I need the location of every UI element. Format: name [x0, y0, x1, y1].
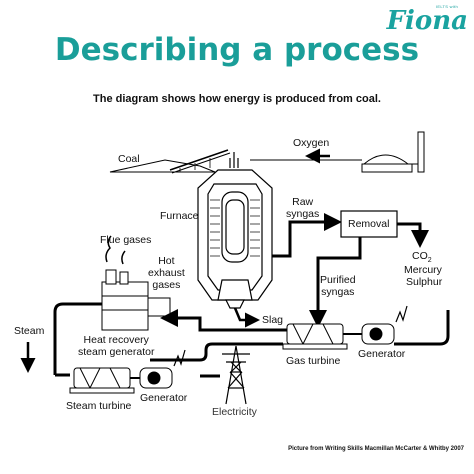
steam-turbine-icon: [69, 367, 135, 394]
mercury-label: Mercury: [404, 264, 442, 276]
oxygen-label: Oxygen: [293, 137, 330, 149]
electricity-pylon-icon: [222, 345, 250, 405]
electricity-label: Electricity: [212, 406, 257, 418]
slag-arrow: [233, 307, 260, 328]
generator-right-icon: [361, 305, 408, 345]
brand-tagline: IELTS with: [435, 4, 458, 9]
steam-label: Steam: [14, 325, 45, 337]
oxygen-plant-icon: [361, 131, 425, 173]
steam-pipe-left: [53, 302, 102, 375]
generator-to-grid: [394, 310, 450, 346]
raw-syngas-label: Raw syngas: [286, 196, 320, 220]
return-pipe: [150, 342, 283, 362]
purified-syngas-pipe: [316, 237, 362, 322]
coal-label: Coal: [118, 153, 140, 165]
heat-recovery-label: Heat recovery steam generator: [78, 334, 155, 358]
coal-pile-icon: [109, 149, 231, 174]
removal-output-arrow: [397, 222, 429, 248]
brand-name: Fiona: [386, 6, 468, 36]
steam-turbine-label: Steam turbine: [66, 400, 132, 412]
brand-logo: IELTS with Fiona: [387, 0, 474, 44]
flue-gases-label: Flue gases: [100, 234, 152, 246]
page-subtitle: The diagram shows how energy is produced…: [93, 93, 381, 105]
generator-right-label: Generator: [358, 348, 406, 360]
page-title: Describing a process: [54, 32, 420, 68]
removal-label: Removal: [348, 218, 390, 230]
generator-left-label: Generator: [140, 392, 188, 404]
generator-left-icon: [139, 349, 186, 389]
raw-syngas-pipe: [272, 220, 333, 258]
purified-syngas-label: Purified syngas: [320, 274, 356, 298]
gas-turbine-label: Gas turbine: [286, 355, 341, 367]
hot-exhaust-pipe: [160, 309, 290, 332]
furnace-icon: [197, 152, 273, 309]
slag-label: Slag: [262, 314, 284, 326]
furnace-label: Furnace: [160, 210, 199, 222]
hot-exhaust-label: Hot exhaust gases: [148, 255, 185, 291]
gas-turbine-icon: [282, 323, 348, 350]
image-credit: Picture from Writing Skills Macmillan Mc…: [288, 446, 464, 452]
removal-box: [340, 210, 398, 238]
sulphur-label: Sulphur: [406, 276, 443, 288]
co2-label: CO2: [412, 250, 432, 265]
